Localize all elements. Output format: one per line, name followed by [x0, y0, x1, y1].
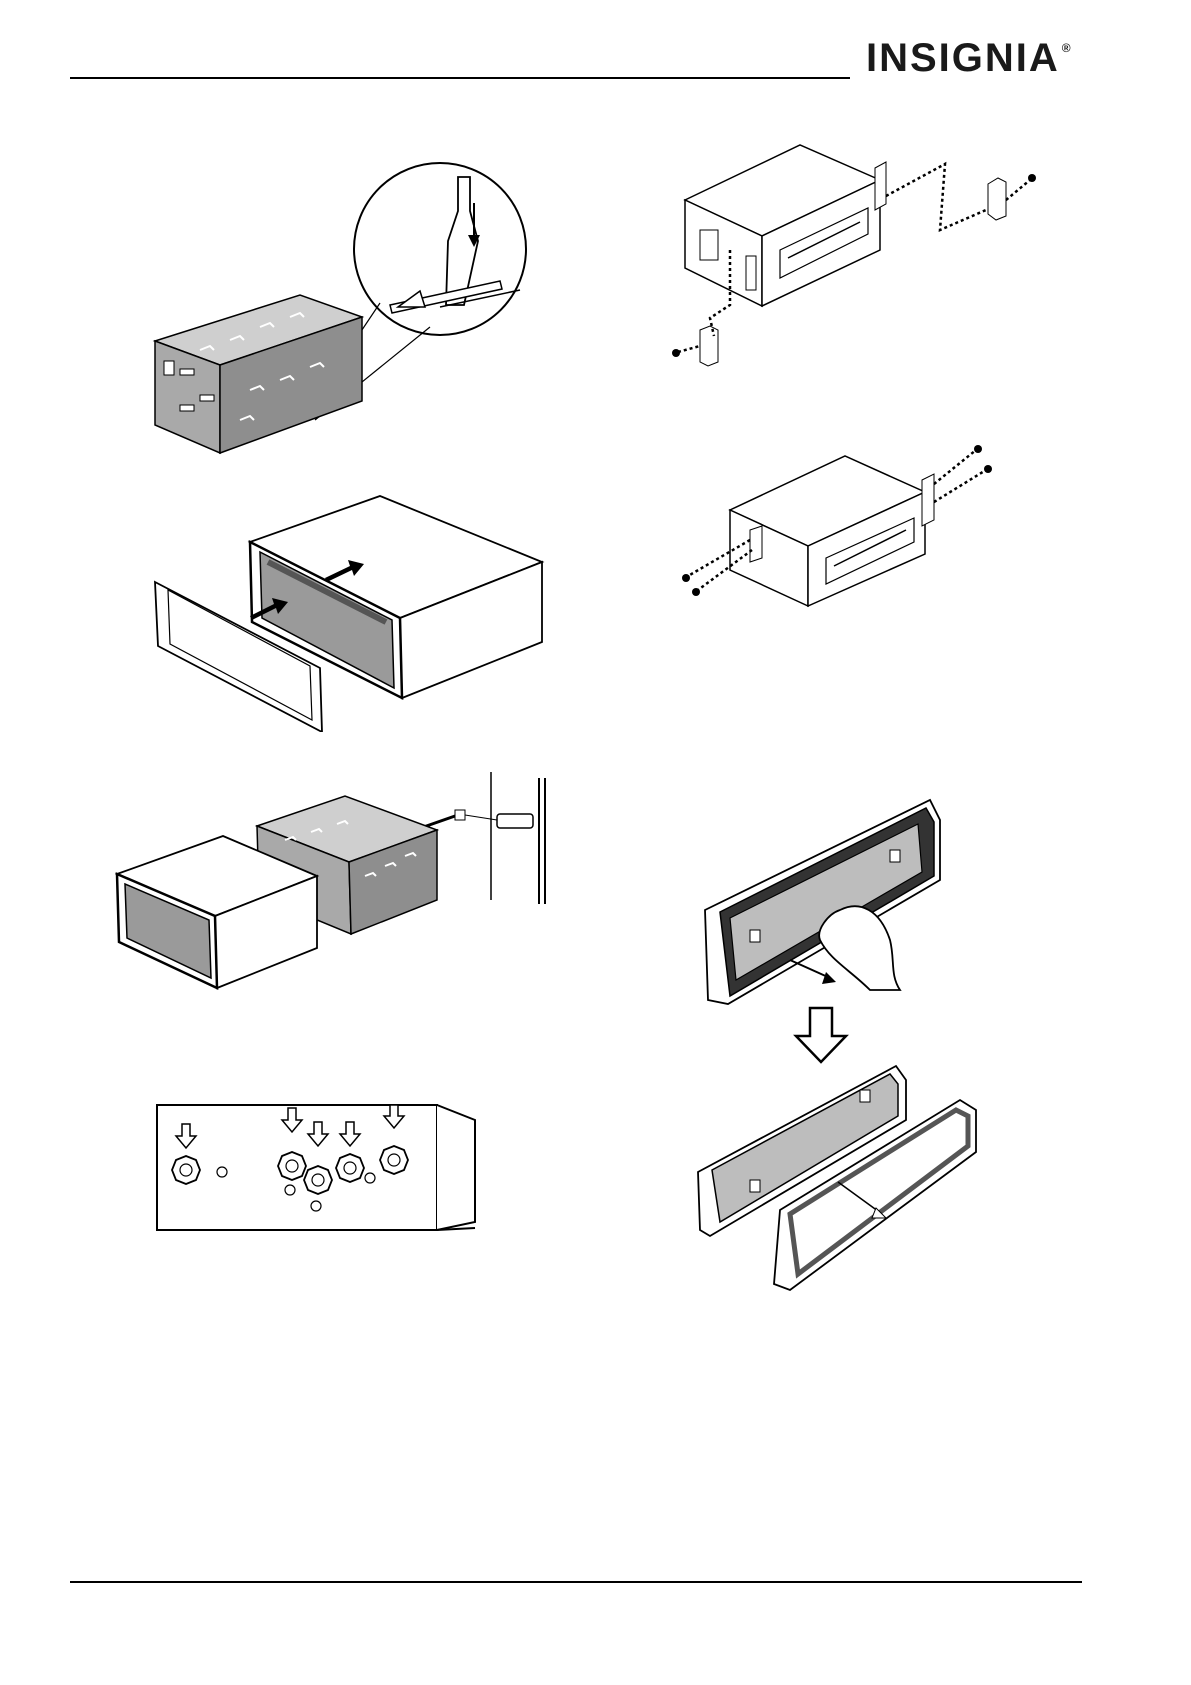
- side-bracket-exploded-icon: [670, 140, 1050, 370]
- figure-bracket-screws-installed: [680, 440, 1000, 610]
- brand-logo: INSIGNIA®: [866, 38, 1073, 78]
- side-bracket-screws-icon: [680, 440, 1000, 610]
- header-rule: [70, 77, 850, 79]
- trim-ring-attach-icon: [150, 492, 550, 732]
- brand-name: INSIGNIA: [866, 36, 1060, 80]
- figure-side-screw-holes: [150, 1100, 480, 1240]
- faceplate-removal-icon: [690, 790, 990, 1300]
- figure-faceplate-removal: [690, 790, 990, 1300]
- unit-insert-into-sleeve-icon: [115, 770, 555, 1015]
- figure-bracket-attach-exploded: [670, 140, 1050, 370]
- side-screw-holes-icon: [150, 1100, 480, 1240]
- registered-mark: ®: [1062, 41, 1073, 55]
- figure-unit-insert-sleeve: [115, 770, 555, 1015]
- footer-rule: [70, 1581, 1082, 1583]
- mounting-sleeve-tab-bend-icon: [140, 155, 560, 455]
- figure-trim-ring-attach: [150, 492, 550, 732]
- figure-cage-tab-bend: [140, 155, 560, 455]
